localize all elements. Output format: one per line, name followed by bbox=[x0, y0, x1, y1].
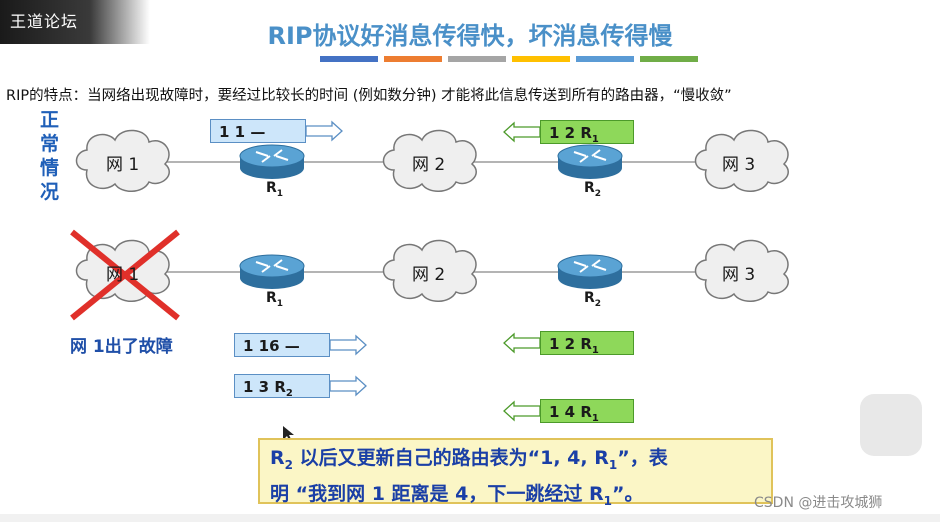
arrow-left-icon bbox=[503, 121, 541, 143]
stripe bbox=[512, 56, 570, 62]
site-logo: 王道论坛 bbox=[0, 0, 150, 44]
fault-label: 网 1出了故障 bbox=[70, 337, 173, 357]
msg-r1-unreachable: 1 16 — bbox=[234, 333, 330, 357]
stripe bbox=[576, 56, 634, 62]
net1-label-crossed: 网 1 bbox=[106, 265, 140, 285]
msg-r2-normal: 1 2 R1 bbox=[540, 120, 634, 145]
arrow-right-icon bbox=[329, 375, 367, 397]
note-line-1: R2 以后又更新自己的路由表为“1, 4, R1”，表 bbox=[270, 447, 668, 472]
net2-label: 网 2 bbox=[412, 155, 446, 175]
msg-r1-normal: 1 1 — bbox=[210, 119, 306, 143]
explanation-note: R2 以后又更新自己的路由表为“1, 4, R1”，表 明 “我到网 1 距离是… bbox=[258, 438, 773, 508]
router-r2-label: R2 bbox=[584, 180, 602, 199]
msg-r2-update: 1 4 R1 bbox=[540, 399, 634, 424]
router-r1-label: R1 bbox=[266, 180, 284, 199]
net3-label: 网 3 bbox=[722, 265, 756, 285]
stripe bbox=[640, 56, 698, 62]
msg-r1-update: 1 3 R2 bbox=[234, 374, 330, 399]
normal-case-label: 正常情况 bbox=[40, 109, 60, 203]
stripe bbox=[384, 56, 442, 62]
arrow-right-icon bbox=[329, 334, 367, 356]
watermark: CSDN @进击攻城狮 bbox=[754, 495, 883, 511]
play-button[interactable] bbox=[860, 394, 922, 456]
mouse-cursor-icon bbox=[283, 426, 294, 442]
title-stripes bbox=[320, 56, 698, 62]
net2-label: 网 2 bbox=[412, 265, 446, 285]
arrow-left-icon bbox=[503, 332, 541, 354]
note-line-2: 明 “我到网 1 距离是 4，下一跳经过 R1”。 bbox=[270, 482, 644, 508]
router-r2-icon bbox=[557, 144, 623, 180]
intro-text: RIP的特点：当网络出现故障时，要经过比较长的时间 (例如数分钟) 才能将此信息… bbox=[6, 88, 732, 104]
arrow-right-icon bbox=[305, 120, 343, 142]
bottom-toolbar bbox=[0, 514, 940, 522]
router-r1-label: R1 bbox=[266, 290, 284, 309]
slide-title: RIP协议好消息传得快，坏消息传得慢 bbox=[267, 22, 673, 50]
arrow-left-icon bbox=[503, 400, 541, 422]
stripe bbox=[320, 56, 378, 62]
net3-label: 网 3 bbox=[722, 155, 756, 175]
msg-r2-old: 1 2 R1 bbox=[540, 331, 634, 356]
router-r2-label: R2 bbox=[584, 290, 602, 309]
router-r2-icon bbox=[557, 254, 623, 290]
net1-label: 网 1 bbox=[106, 155, 140, 175]
router-r1-icon bbox=[239, 254, 305, 290]
router-r1-icon bbox=[239, 144, 305, 180]
stripe bbox=[448, 56, 506, 62]
failure-cross-icon bbox=[70, 229, 180, 321]
